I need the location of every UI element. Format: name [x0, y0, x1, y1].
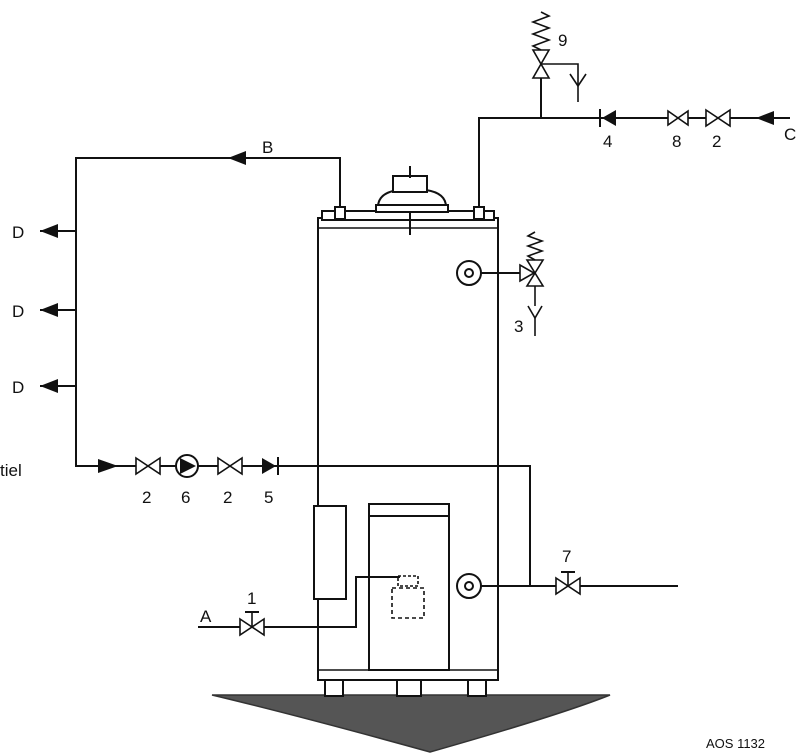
valve-2-return-left — [135, 456, 161, 476]
gas-control-dashed — [391, 587, 425, 619]
flue-hood — [375, 166, 449, 235]
relief-valve-3 — [481, 231, 545, 336]
label-d-1: D — [12, 223, 24, 242]
tank-feet — [324, 679, 487, 697]
label-tiel: tiel — [0, 461, 22, 480]
label-1: 1 — [247, 589, 256, 608]
label-2-return-left: 2 — [142, 488, 151, 507]
flow-arrow-c — [756, 111, 774, 125]
label-4: 4 — [603, 132, 612, 151]
valve-8-inlet — [667, 109, 689, 127]
flow-arrow-b — [228, 151, 246, 165]
check-valve-4 — [599, 109, 616, 127]
burner-door — [368, 503, 450, 671]
pump-6 — [175, 454, 199, 478]
lower-port — [456, 573, 482, 599]
gas-inlet-pipe-a — [198, 576, 400, 628]
label-7: 7 — [562, 547, 571, 566]
figure-code: AOS 1132 — [706, 736, 765, 751]
label-9: 9 — [558, 31, 567, 50]
side-panel — [313, 505, 347, 600]
return-flow-arrow — [98, 459, 118, 473]
cold-water-pipe-c — [478, 117, 790, 208]
distribution-outlets — [40, 224, 76, 393]
label-2-return-right: 2 — [223, 488, 232, 507]
label-3: 3 — [514, 317, 523, 336]
valve-2-inlet — [705, 108, 731, 128]
floor-base — [211, 694, 611, 753]
label-6: 6 — [181, 488, 190, 507]
valve-2-return-right — [217, 456, 243, 476]
label-b: B — [262, 138, 273, 157]
label-a: A — [200, 607, 212, 626]
label-2-inlet: 2 — [712, 132, 721, 151]
upper-port — [456, 260, 482, 286]
label-d-2: D — [12, 302, 24, 321]
label-5: 5 — [264, 488, 273, 507]
label-8: 8 — [672, 132, 681, 151]
drain-valve-7 — [555, 571, 581, 596]
label-c: C — [784, 125, 796, 144]
check-valve-5 — [262, 457, 279, 475]
gas-valve-1 — [239, 611, 265, 637]
relief-valve-9 — [530, 11, 587, 118]
label-d-3: D — [12, 378, 24, 397]
